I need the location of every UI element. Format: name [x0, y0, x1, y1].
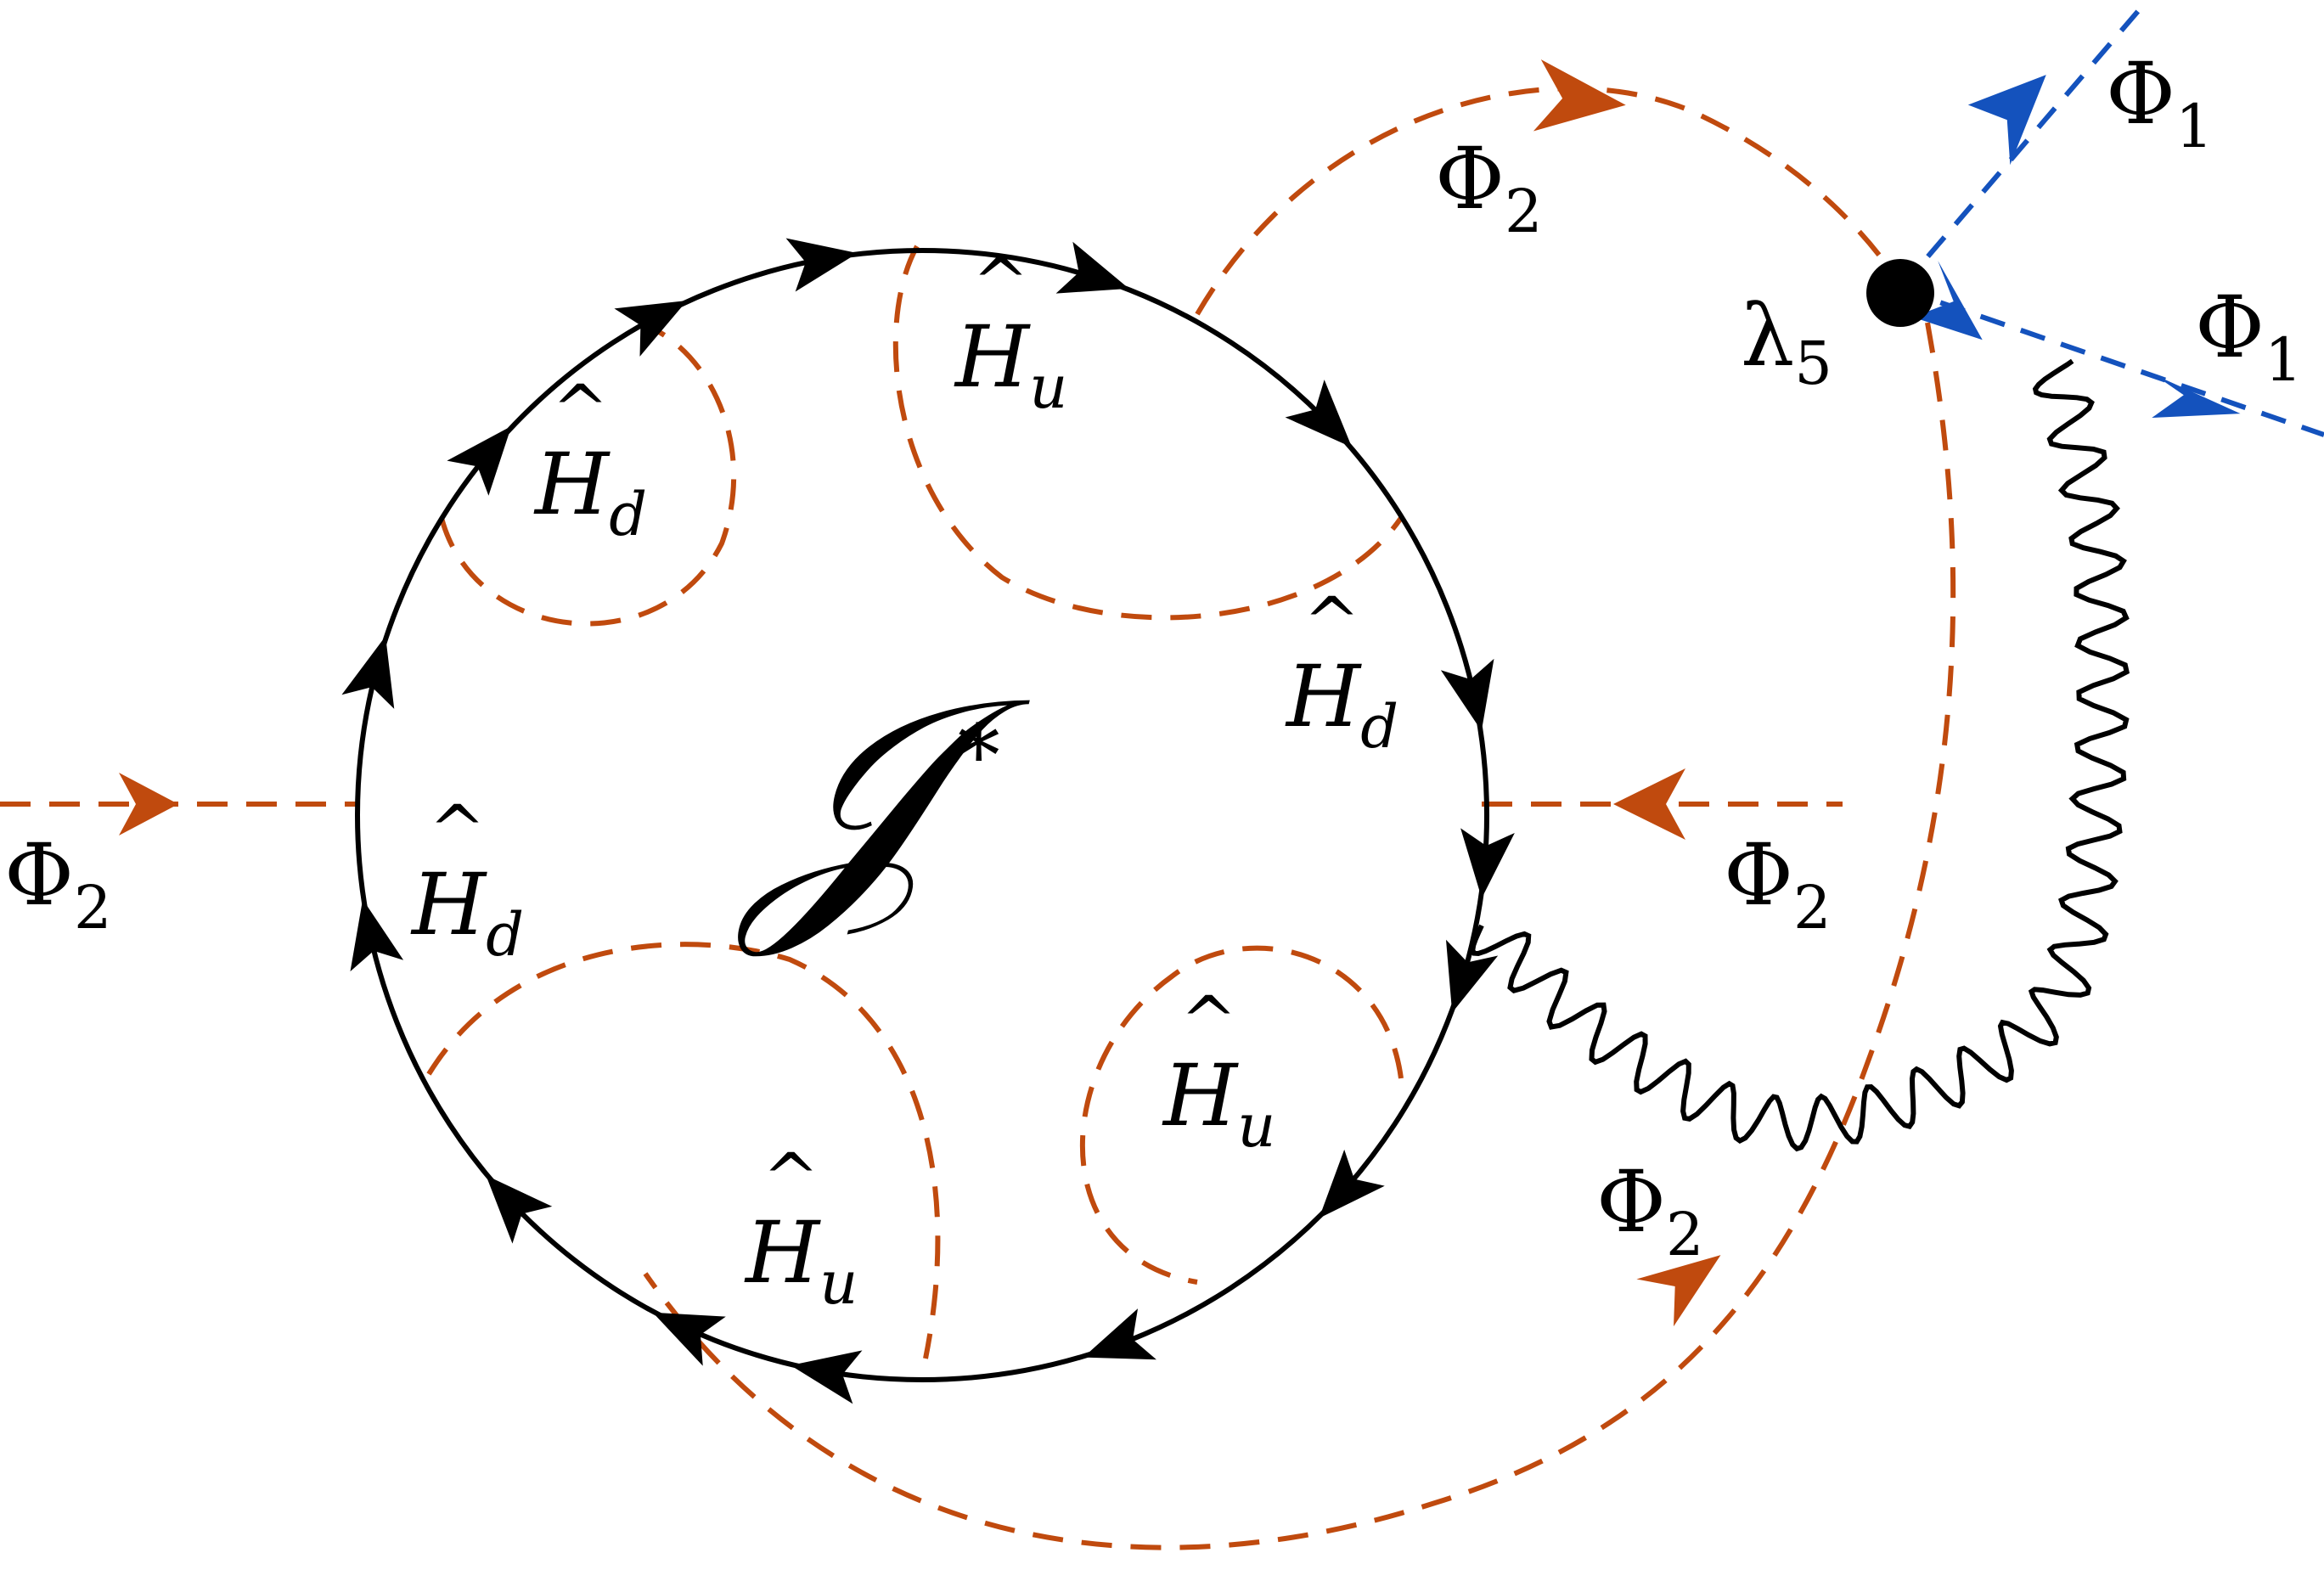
fermion-arrowhead	[1460, 828, 1515, 898]
label-hu-bottom: Hu	[744, 1203, 858, 1318]
label-hu-bottomright-hat: ^	[1180, 982, 1237, 1061]
fermion-arrowhead	[1083, 1308, 1156, 1360]
hu-loop-bottom	[426, 942, 941, 1359]
external-labels: Φ2 Φ2 Φ2 Φ2 Φ1 Φ1	[4, 44, 2303, 1269]
label-phi2-left: Φ2	[4, 825, 112, 942]
label-hd-right-hat: ^	[1303, 582, 1360, 661]
label-hu-top-hat: ^	[972, 243, 1029, 322]
fermion-arrowhead	[1445, 939, 1499, 1013]
label-phi2-top: Φ2	[1435, 129, 1543, 246]
fermion-arrowhead	[341, 636, 395, 709]
phi2-arrow-left	[119, 773, 178, 836]
phi1-arrow-upper	[1967, 75, 2046, 166]
phi1-lower-line	[1899, 286, 2324, 437]
phi2-arrow-bottom	[1636, 1255, 1721, 1327]
phi1-arrow-vertex	[1912, 261, 1983, 340]
fermion-arrowhead	[791, 1350, 863, 1404]
fermion-arrowhead	[1055, 241, 1129, 294]
fermion-arrowhead	[652, 1312, 726, 1366]
lambda5-vertex	[1866, 259, 1934, 327]
phi2-arrows	[119, 59, 1721, 1327]
phi2-propagators	[0, 86, 1956, 1550]
label-hd-left-hat: ^	[429, 790, 486, 869]
fermion-arrows	[341, 238, 1515, 1404]
label-hd-left: Hd	[410, 855, 524, 970]
hd-loop-topleft	[439, 324, 737, 627]
label-phi2-bottom: Φ2	[1596, 1152, 1704, 1269]
phi2-arrow-right	[1613, 768, 1685, 840]
gauge-boson-wavy-line	[1470, 358, 2130, 1152]
label-hd-topleft-hat: ^	[552, 370, 609, 449]
fermion-arrowhead	[1440, 658, 1494, 731]
fermion-arrowhead	[447, 425, 512, 496]
label-phi1-lower: Φ1	[2195, 278, 2303, 395]
label-phi2-right: Φ2	[1724, 825, 1832, 942]
phi1-arrow-lower	[2152, 374, 2241, 419]
label-hu-bottomright: Hu	[1162, 1046, 1275, 1161]
fermion-arrowhead	[486, 1175, 553, 1244]
phi1-arrows	[1912, 75, 2241, 419]
hu-loop-bottomright	[1079, 945, 1404, 1285]
fermion-loop	[355, 248, 1489, 1382]
fermion-arrowhead	[614, 301, 688, 357]
phi1-upper-line	[1898, 3, 2147, 290]
fermion-arrowhead	[1285, 380, 1353, 447]
label-phi1-upper: Φ1	[2106, 44, 2214, 161]
label-hu-bottom-hat: ^	[762, 1139, 819, 1218]
fermion-arrowhead	[785, 238, 858, 292]
phi2-top-arc	[1195, 86, 1900, 316]
phi1-propagators	[1898, 3, 2324, 437]
hu-loop-top	[892, 245, 1404, 621]
label-hu-top: Hu	[954, 307, 1067, 422]
internal-labels: Hd ^ Hu ^ Hd ^ Hd ^ Hu ^ Hu ^	[410, 243, 1398, 1318]
fermion-arrowhead	[1319, 1149, 1385, 1218]
label-hd-topleft: Hd	[533, 435, 647, 549]
label-hd-right: Hd	[1285, 647, 1398, 762]
fermion-arrowhead	[350, 899, 404, 972]
phi2-arrow-top	[1533, 59, 1626, 132]
lambda5-label: λ5	[1741, 286, 1832, 398]
center-label: 𝒥*	[734, 636, 1033, 962]
